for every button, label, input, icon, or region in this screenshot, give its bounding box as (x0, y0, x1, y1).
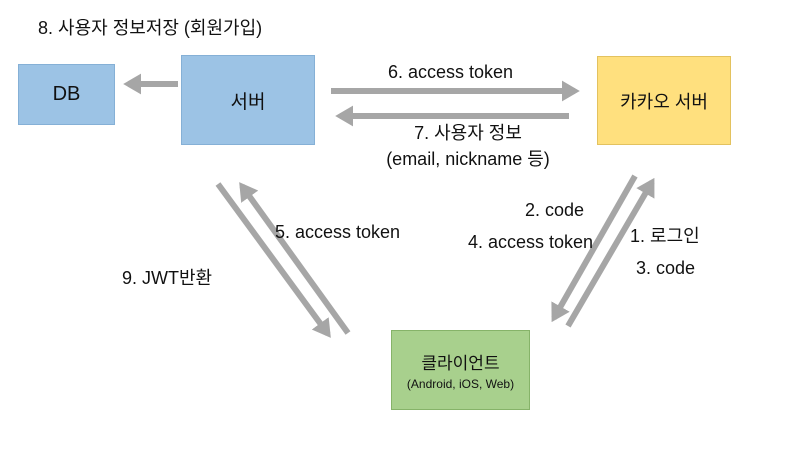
node-client-label: 클라이언트 (421, 354, 500, 373)
node-db-label: DB (52, 83, 81, 105)
edge-label-step7-line1: 7. 사용자 정보 (414, 123, 522, 143)
edge-label-step6-access-token: 6. access token (388, 62, 514, 82)
edge-label-step2-code: 2. code (525, 200, 585, 220)
arrow-9-server-to-client (215, 182, 331, 338)
edge-label-step3-code: 3. code (636, 258, 696, 278)
edge-label-step7-line2: (email, nickname 등) (386, 149, 550, 169)
note-user-info-save: 8. 사용자 정보저장 (회원가입) (38, 18, 263, 38)
edge-label-step9-jwt: 9. JWT반환 (122, 268, 213, 288)
node-server-label: 서버 (230, 91, 266, 113)
arrow-5-client-to-server (239, 182, 351, 335)
node-client: 클라이언트 (Android, iOS, Web) (391, 330, 530, 410)
node-client-sublabel: (Android, iOS, Web) (406, 377, 515, 391)
edge-label-step1-login: 1. 로그인 (630, 226, 700, 246)
edge-label-step4-access-token: 4. access token (468, 232, 594, 252)
node-server: 서버 (181, 55, 315, 145)
node-kakao-server: 카카오 서버 (597, 56, 731, 145)
edge-label-step7-user-info: 7. 사용자 정보 (email, nickname 등) (358, 120, 578, 172)
edge-label-step5-access-token: 5. access token (275, 222, 401, 242)
node-kakao-label: 카카오 서버 (620, 91, 708, 112)
node-db: DB (18, 64, 115, 125)
